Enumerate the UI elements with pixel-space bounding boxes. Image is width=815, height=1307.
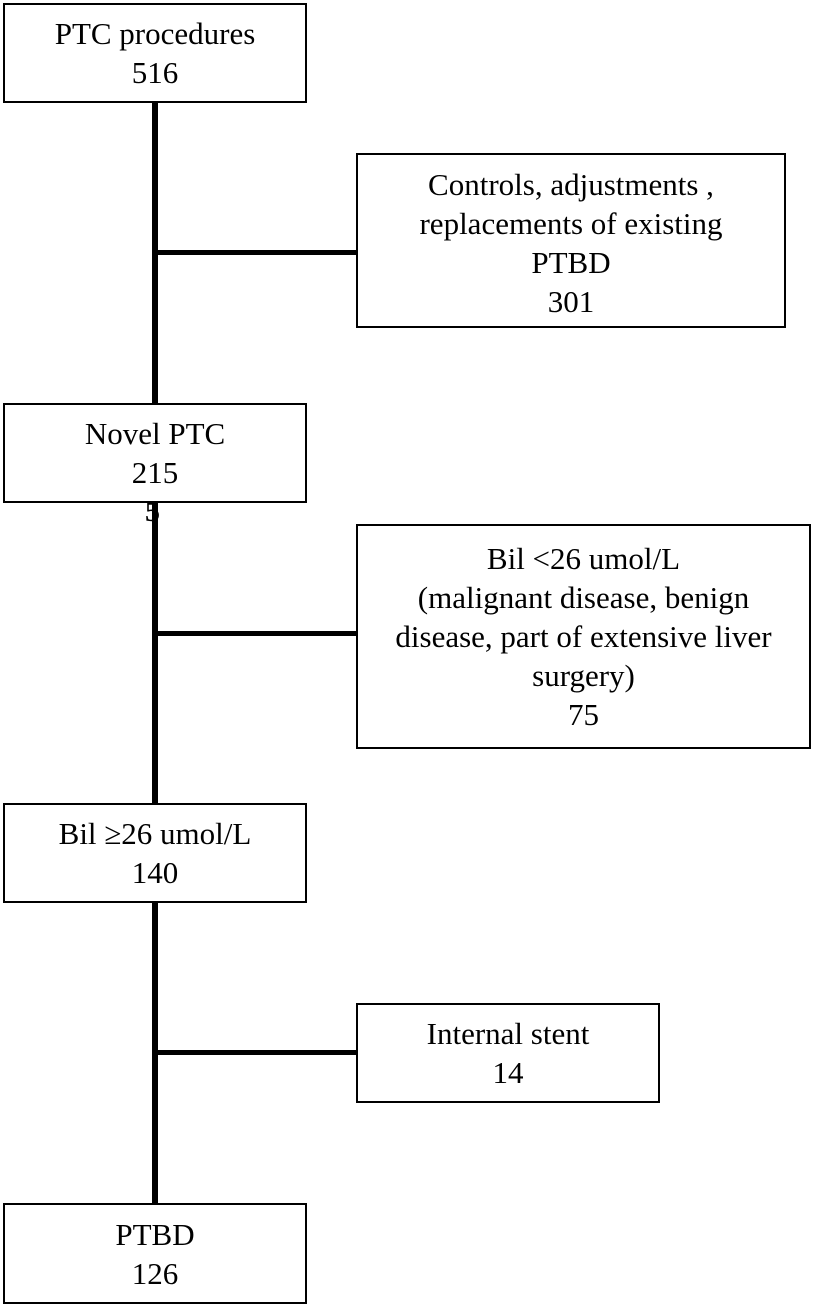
stray-mark: 5 (145, 495, 160, 528)
branch-to-internal-stent (155, 1050, 356, 1055)
node-count: 140 (131, 855, 179, 890)
node-count: 215 (131, 455, 179, 490)
exclusion-count: 301 (547, 283, 595, 319)
node-count: 126 (131, 1255, 179, 1291)
exclusion-controls: Controls, adjustments , replacements of … (356, 153, 786, 328)
exclusion-line: replacements of existing (419, 205, 723, 241)
node-novel-ptc: Novel PTC 215 (3, 403, 307, 503)
node-label: PTBD (115, 1216, 195, 1252)
branch-to-bil-low (155, 631, 356, 636)
exclusion-count: 75 (568, 697, 599, 732)
exclusion-line: (malignant disease, benign (417, 580, 750, 615)
node-label: Bil ≥26 umol/L (58, 816, 252, 851)
exclusion-internal-stent: Internal stent 14 (356, 1003, 660, 1103)
exclusion-label: Internal stent (426, 1016, 590, 1051)
node-ptbd: PTBD 126 (3, 1203, 307, 1304)
node-label: PTC procedures (54, 16, 256, 51)
node-ptc-procedures: PTC procedures 516 (3, 3, 307, 103)
node-label: Novel PTC (84, 416, 226, 451)
exclusion-line: Controls, adjustments , (428, 166, 714, 202)
exclusion-line: PTBD (531, 244, 611, 280)
node-bil-high: Bil ≥26 umol/L 140 (3, 803, 307, 903)
exclusion-line: surgery) (532, 658, 635, 693)
exclusion-bil-low: Bil <26 umol/L (malignant disease, benig… (356, 524, 811, 749)
exclusion-line: Bil <26 umol/L (486, 541, 681, 576)
connector-novel-to-bil-high (152, 503, 158, 803)
node-count: 516 (131, 55, 179, 90)
branch-to-controls (155, 250, 356, 255)
exclusion-line: disease, part of extensive liver (395, 619, 772, 654)
exclusion-count: 14 (492, 1055, 524, 1090)
